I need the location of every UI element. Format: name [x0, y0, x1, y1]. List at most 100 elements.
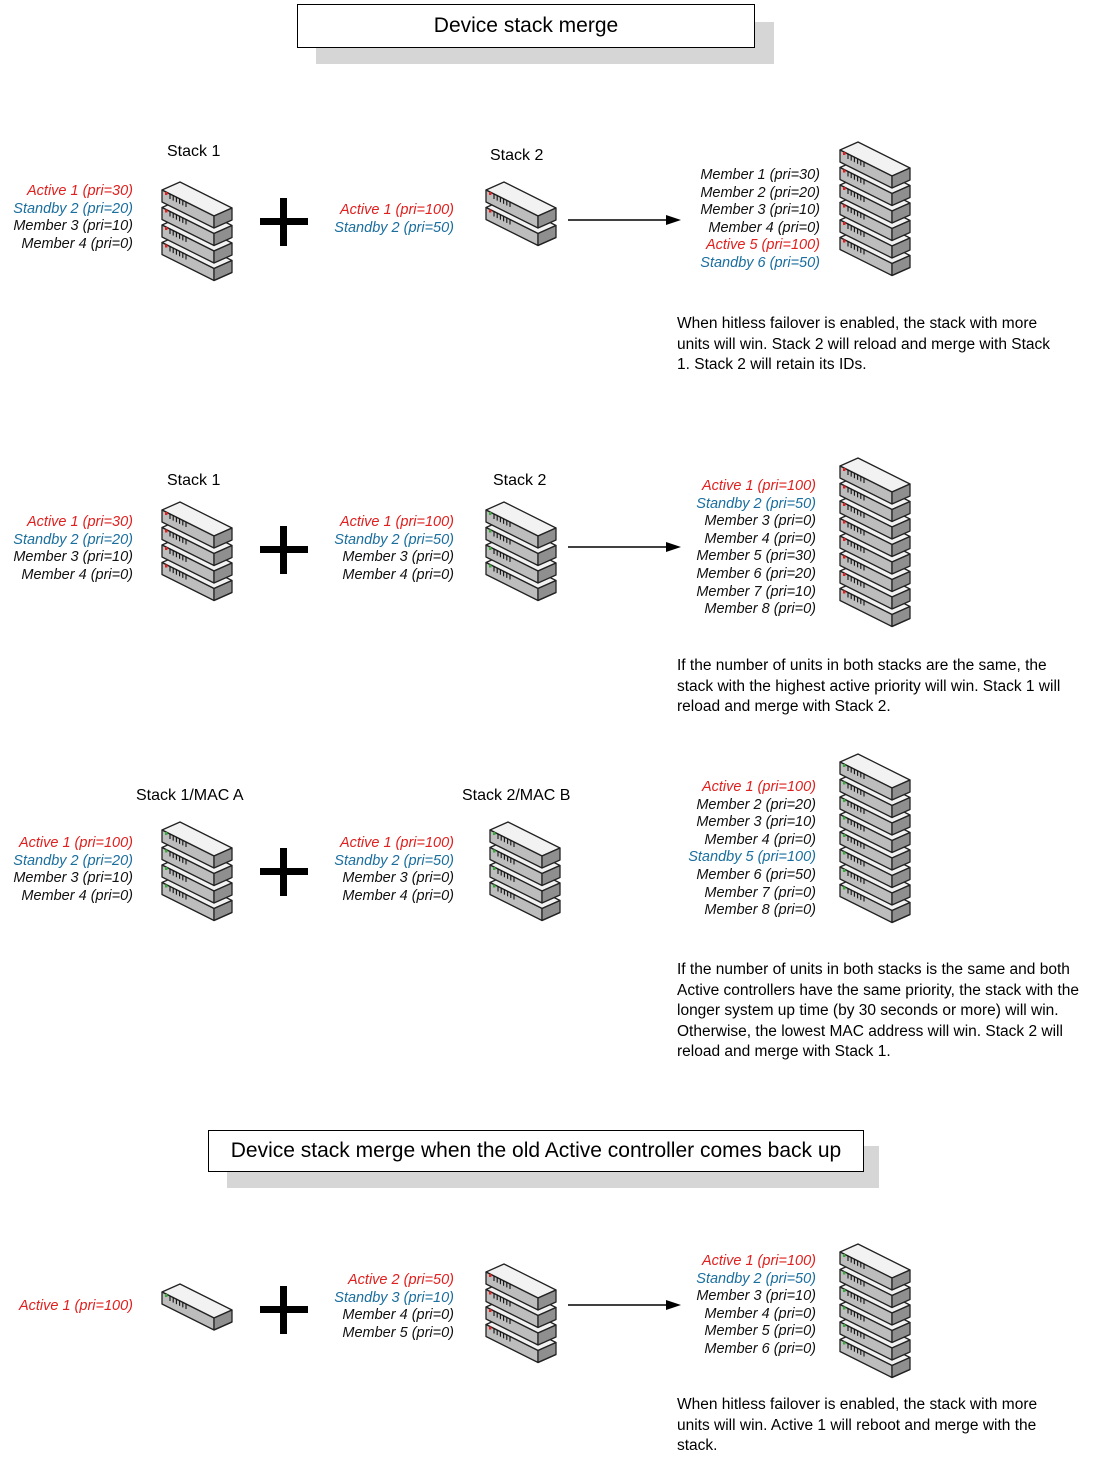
member-unit-label: Member 3 (pri=10) — [13, 218, 133, 235]
member-unit-label: Member 3 (pri=0) — [342, 549, 454, 566]
member-unit-label: Member 2 (pri=20) — [696, 796, 816, 813]
member-list: Active 1 (pri=100)Standby 2 (pri=50)Memb… — [334, 835, 454, 905]
active-unit-label: Active 1 (pri=100) — [701, 1253, 816, 1269]
section-title: Device stack merge when the old Active c… — [208, 1130, 864, 1172]
page-title: Device stack merge — [297, 4, 755, 48]
member-unit-label: Member 3 (pri=10) — [700, 202, 820, 219]
standby-unit-label: Standby 3 (pri=10) — [334, 1289, 454, 1306]
member-unit-label: Member 5 (pri=0) — [342, 1324, 454, 1341]
switch-unit-icon — [485, 501, 557, 549]
member-list: Active 2 (pri=50)Standby 3 (pri=10) Membe… — [334, 1272, 454, 1342]
network-switch-stack-icon — [839, 457, 911, 628]
switch-unit-icon — [161, 181, 233, 229]
network-switch-stack-icon — [485, 1263, 557, 1364]
member-list: Active 1 (pri=100)Standby 2 (pri=50) — [334, 202, 454, 237]
member-unit-label: Member 2 (pri=20) — [700, 184, 820, 201]
member-unit-label: Member 3 (pri=10) — [13, 870, 133, 887]
switch-unit-icon — [839, 1243, 911, 1291]
arrow-right-icon — [568, 542, 681, 552]
network-switch-icon — [161, 1283, 233, 1331]
active-unit-label: Active 1 (pri=100) — [339, 202, 454, 218]
member-unit-label: Member 4 (pri=0) — [342, 887, 454, 904]
member-list: Active 1 (pri=100)Standby 2 (pri=50)Memb… — [696, 478, 816, 619]
network-switch-stack-icon — [161, 821, 233, 922]
plus-icon — [260, 1286, 308, 1334]
standby-unit-label: Standby 6 (pri=50) — [700, 254, 820, 271]
switch-unit-icon — [161, 1283, 233, 1331]
member-unit-label: Member 3 (pri=0) — [342, 870, 454, 887]
member-unit-label: Member 3 (pri=0) — [704, 513, 816, 530]
stack-label: Stack 1 — [167, 472, 221, 489]
stack-label: Stack 2/MAC B — [462, 787, 571, 804]
member-list: Active 1 (pri=100)Standby 2 (pri=50)Memb… — [334, 514, 454, 584]
member-list: Active 1 (pri=30)Standby 2 (pri=20)Membe… — [13, 514, 133, 584]
standby-unit-label: Standby 2 (pri=20) — [13, 200, 133, 217]
standby-unit-label: Standby 2 (pri=50) — [696, 1270, 816, 1287]
member-unit-label: Member 4 (pri=0) — [21, 887, 133, 904]
active-unit-label: Active 2 (pri=50) — [348, 1272, 454, 1288]
standby-unit-label: Standby 2 (pri=20) — [13, 852, 133, 869]
active-unit-label: Active 1 (pri=100) — [701, 779, 816, 795]
member-unit-label: Member 3 (pri=10) — [696, 814, 816, 831]
switch-unit-icon — [839, 457, 911, 505]
explanation-note: When hitless failover is enabled, the st… — [677, 1396, 1038, 1454]
plus-icon — [260, 198, 308, 246]
member-unit-label: Member 6 (pri=50) — [696, 866, 816, 883]
active-unit-label: Active 1 (pri=30) — [27, 183, 133, 199]
member-unit-label: Member 4 (pri=0) — [21, 235, 133, 252]
standby-unit-label: Standby 2 (pri=50) — [334, 852, 454, 869]
active-unit-label: Active 1 (pri=100) — [701, 478, 816, 494]
member-unit-label: Member 4 (pri=0) — [342, 566, 454, 583]
member-list: Active 1 (pri=100)Standby 2 (pri=20)Memb… — [13, 835, 133, 905]
active-unit-label: Active 5 (pri=100) — [705, 237, 820, 254]
stack-label: Stack 2 — [493, 472, 547, 489]
explanation-note: When hitless failover is enabled, the st… — [677, 315, 1051, 373]
member-unit-label: Member 4 (pri=0) — [704, 831, 816, 848]
standby-unit-label: Standby 2 (pri=50) — [696, 495, 816, 512]
standby-unit-label: Standby 2 (pri=50) — [334, 531, 454, 548]
member-unit-label: Member 1 (pri=30) — [700, 167, 820, 183]
arrow-right-icon — [568, 215, 681, 225]
explanation-note: If the number of units in both stacks ar… — [677, 657, 1061, 715]
switch-unit-icon — [161, 821, 233, 869]
member-list: Active 1 (pri=100)Member 2 (pri=20)Membe… — [688, 779, 816, 920]
member-unit-label: Member 3 (pri=10) — [13, 549, 133, 566]
member-list: Active 1 (pri=100)Standby 2 (pri=50)Memb… — [696, 1253, 816, 1359]
network-switch-stack-icon — [485, 181, 557, 247]
member-list: Active 1 (pri=100) — [19, 1298, 133, 1316]
network-switch-stack-icon — [485, 501, 557, 602]
switch-unit-icon — [161, 501, 233, 549]
active-unit-label: Active 1 (pri=30) — [27, 514, 133, 530]
active-unit-label: Active 1 (pri=100) — [18, 835, 133, 851]
member-list: Member 1 (pri=30)Member 2 (pri=20)Member… — [700, 167, 820, 273]
plus-icon — [260, 526, 308, 574]
member-unit-label: Member 6 (pri=20) — [696, 565, 816, 582]
active-unit-label: Active 1 (pri=100) — [339, 835, 454, 851]
network-switch-stack-icon — [489, 821, 561, 922]
member-unit-label: Member 5 (pri=0) — [704, 1323, 816, 1340]
switch-unit-icon — [839, 753, 911, 801]
member-unit-label: Member 4 (pri=0) — [704, 530, 816, 547]
network-switch-stack-icon — [839, 141, 911, 277]
explanation-note: If the number of units in both stacks is… — [677, 961, 1080, 1060]
network-switch-stack-icon — [161, 181, 233, 282]
switch-unit-icon — [485, 181, 557, 229]
network-switch-stack-icon — [839, 1243, 911, 1379]
network-switch-stack-icon — [839, 753, 911, 924]
member-unit-label: Member 8 (pri=0) — [704, 601, 816, 618]
member-unit-label: Member 6 (pri=0) — [704, 1340, 816, 1357]
member-unit-label: Member 7 (pri=10) — [696, 583, 816, 600]
switch-unit-icon — [839, 141, 911, 189]
plus-icon — [260, 848, 308, 896]
switch-unit-icon — [485, 1263, 557, 1311]
member-unit-label: Member 4 (pri=0) — [704, 1305, 816, 1322]
switch-unit-icon — [489, 821, 561, 869]
member-unit-label: Member 4 (pri=0) — [708, 219, 820, 236]
standby-unit-label: Standby 2 (pri=50) — [334, 219, 454, 236]
active-unit-label: Active 1 (pri=100) — [18, 1298, 133, 1314]
active-unit-label: Active 1 (pri=100) — [339, 514, 454, 530]
member-unit-label: Member 3 (pri=10) — [696, 1288, 816, 1305]
standby-unit-label: Standby 5 (pri=100) — [688, 849, 816, 866]
network-switch-stack-icon — [161, 501, 233, 602]
arrow-right-icon — [568, 1300, 681, 1310]
